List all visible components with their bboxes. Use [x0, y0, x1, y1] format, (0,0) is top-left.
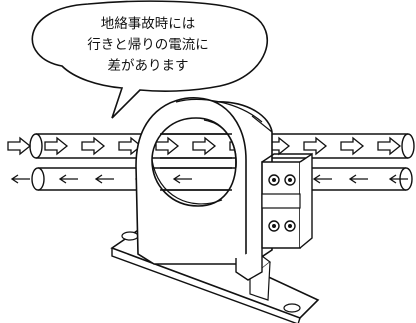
- outline-right-arrow-icon: [155, 136, 180, 156]
- outline-right-arrow-icon: [192, 136, 217, 156]
- outgoing-cable-end: [29, 133, 43, 159]
- cable-through-window: [160, 133, 232, 191]
- speech-bubble: 地絡事故時には 行きと帰りの電流に 差があります: [31, 0, 268, 119]
- mount-hole-left: [121, 231, 139, 241]
- outline-right-arrow-icon: [377, 136, 402, 156]
- thin-left-arrow-icon: [312, 174, 332, 184]
- thin-left-arrow-icon: [94, 174, 114, 184]
- thin-left-arrow-icon: [172, 174, 192, 184]
- outgoing-cable: [7, 133, 415, 159]
- callout-line-2: 行きと帰りの電流に: [87, 36, 209, 53]
- terminal-block: [235, 152, 313, 281]
- return-arrows: [10, 174, 408, 184]
- core-ring: [135, 97, 247, 265]
- return-cable: [10, 167, 413, 191]
- outgoing-arrows: [7, 136, 402, 156]
- return-cable-end: [31, 167, 45, 191]
- thin-left-arrow-icon: [58, 174, 78, 184]
- outline-right-arrow-icon: [303, 136, 328, 156]
- outline-right-arrow-icon: [81, 136, 106, 156]
- thin-left-arrow-icon: [348, 174, 368, 184]
- outline-right-arrow-icon: [44, 136, 69, 156]
- mount-hole-right: [283, 303, 301, 313]
- outline-right-arrow-icon: [7, 136, 32, 156]
- thin-left-arrow-icon: [388, 174, 408, 184]
- callout-line-1: 地絡事故時には: [101, 16, 196, 32]
- callout-line-3: 差があります: [108, 58, 189, 74]
- zero-phase-current-transformer: [135, 97, 273, 267]
- thin-left-arrow-icon: [10, 174, 30, 184]
- outline-right-arrow-icon: [118, 136, 143, 156]
- outline-right-arrow-icon: [340, 136, 365, 156]
